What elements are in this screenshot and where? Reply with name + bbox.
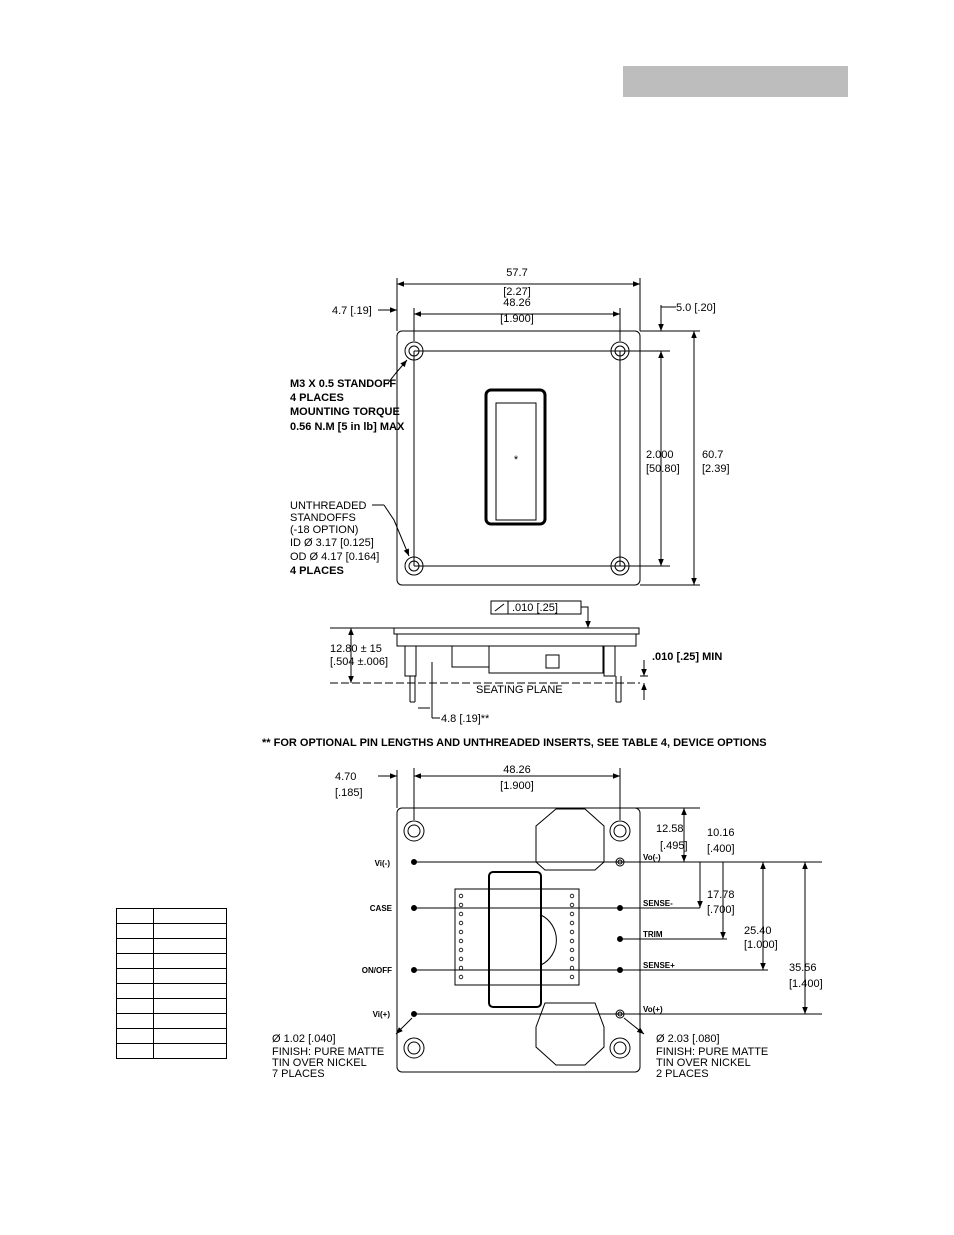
dim-a-label: 12.58 bbox=[656, 823, 684, 835]
table-row bbox=[116, 983, 227, 999]
small-pin-note-line-4: 7 PLACES bbox=[272, 1068, 325, 1080]
table-row bbox=[116, 923, 227, 939]
unthreaded-note-line-6: 4 PLACES bbox=[290, 565, 344, 577]
small-pin-note-line-3: TIN OVER NICKEL bbox=[272, 1057, 367, 1069]
overall-height-label: 60.7 bbox=[702, 449, 723, 461]
pin-label-trim: TRIM bbox=[643, 930, 663, 939]
standoff-note-line-3: MOUNTING TORQUE bbox=[290, 406, 400, 418]
overall-height-in-label: [2.39] bbox=[702, 463, 730, 475]
unthreaded-note-line-4: ID Ø 3.17 [0.125] bbox=[290, 537, 374, 549]
bv-hole-spacing-in-label: [1.900] bbox=[500, 780, 534, 792]
vertical-spacing-label: 2.000 bbox=[646, 449, 674, 461]
transformer-outline bbox=[488, 871, 542, 1008]
pin-table bbox=[116, 908, 227, 1059]
large-pin-note-line-3: TIN OVER NICKEL bbox=[656, 1057, 751, 1069]
min-clearance-label: .010 [.25] MIN bbox=[652, 651, 722, 663]
bottom-view-pin-pads bbox=[411, 857, 625, 1019]
dim-b-label: 10.16 bbox=[707, 827, 735, 839]
seating-plane-label: SEATING PLANE bbox=[476, 684, 563, 696]
side-view bbox=[330, 600, 648, 719]
dim-d-label: 25.40 bbox=[744, 925, 772, 937]
bottom-view-standoffs bbox=[403, 820, 631, 1059]
top-view-text: 57.7 [2.27] 48.26 [1.900] 4.7 [.19] 5.0 … bbox=[290, 267, 730, 577]
dim-d-in-label: [1.000] bbox=[744, 939, 778, 951]
center-mark: * bbox=[514, 454, 519, 466]
table-row bbox=[116, 938, 227, 954]
small-pin-note-line-2: FINISH: PURE MATTE bbox=[272, 1046, 384, 1058]
unthreaded-note-line-5: OD Ø 4.17 [0.164] bbox=[290, 551, 379, 563]
unthreaded-note-line-1: UNTHREADED bbox=[290, 500, 366, 512]
dim-c-in-label: [.700] bbox=[707, 904, 735, 916]
pin-label-vo-plus: Vo(+) bbox=[643, 1005, 663, 1014]
dim-c-label: 17.78 bbox=[707, 889, 735, 901]
side-view-text: .010 [.25] 12.80 ± 15 [.504 ±.006] .010 … bbox=[330, 602, 722, 725]
footprint-pins bbox=[458, 893, 575, 980]
pin-label-sense-plus: SENSE+ bbox=[643, 961, 675, 970]
large-pin-note-line-4: 2 PLACES bbox=[656, 1068, 709, 1080]
small-pin-note-line-1: Ø 1.02 [.040] bbox=[272, 1033, 336, 1045]
bottom-view-board-outline bbox=[396, 807, 641, 1073]
table-row bbox=[116, 1043, 227, 1059]
side-view-pcb bbox=[393, 627, 640, 635]
unthreaded-note-line-2: STANDOFFS bbox=[290, 512, 356, 524]
pin-label-vi-minus: Vi(-) bbox=[375, 859, 391, 868]
dim-a-in-label: [.495] bbox=[660, 840, 688, 852]
dim-e-in-label: [1.400] bbox=[789, 978, 823, 990]
top-offset-label: 5.0 [.20] bbox=[676, 302, 716, 314]
table-row bbox=[116, 953, 227, 969]
table-row bbox=[116, 1013, 227, 1029]
header-bar bbox=[623, 66, 848, 97]
bv-left-offset-label: 4.70 bbox=[335, 771, 356, 783]
pin-label-vo-minus: Vo(-) bbox=[643, 853, 661, 862]
standoff-note-line-1: M3 X 0.5 STANDOFF bbox=[290, 378, 396, 390]
overall-width-label: 57.7 bbox=[506, 267, 527, 279]
large-pin-note-line-2: FINISH: PURE MATTE bbox=[656, 1046, 768, 1058]
footnote: ** FOR OPTIONAL PIN LENGTHS AND UNTHREAD… bbox=[262, 737, 767, 749]
height-in-label: [.504 ±.006] bbox=[330, 656, 388, 668]
top-view-component-outer bbox=[484, 388, 547, 526]
standoff-note-line-2: 4 PLACES bbox=[290, 392, 344, 404]
height-label: 12.80 ± 15 bbox=[330, 643, 382, 655]
table-row bbox=[116, 908, 227, 924]
standoff-note-line-4: 0.56 N.M [5 in lb] MAX bbox=[290, 421, 405, 433]
overall-width-in-label: [2.27] bbox=[503, 286, 531, 298]
pin-label-case: CASE bbox=[370, 904, 393, 913]
bottom-view-text: 4.70 [.185] 48.26 [1.900] 12.58 [.495] 1… bbox=[272, 764, 823, 1080]
hole-spacing-in-label: [1.900] bbox=[500, 313, 534, 325]
hole-spacing-label: 48.26 bbox=[503, 297, 531, 309]
flatness-label: .010 [.25] bbox=[512, 602, 558, 614]
top-view bbox=[372, 278, 700, 586]
dim-e-label: 35.56 bbox=[789, 962, 817, 974]
vertical-spacing-mm-label: [50.80] bbox=[646, 463, 680, 475]
table-row bbox=[116, 968, 227, 984]
pin-label-sense-minus: SENSE- bbox=[643, 899, 673, 908]
top-view-board-outline bbox=[396, 330, 641, 586]
bv-hole-spacing-label: 48.26 bbox=[503, 764, 531, 776]
top-view-component-inner bbox=[495, 402, 537, 521]
pin-length-label: 4.8 [.19]** bbox=[441, 713, 490, 725]
bottom-view bbox=[378, 768, 822, 1073]
table-row bbox=[116, 998, 227, 1014]
table-row bbox=[116, 1028, 227, 1044]
pin-label-vi-plus: Vi(+) bbox=[373, 1010, 391, 1019]
dim-b-in-label: [.400] bbox=[707, 843, 735, 855]
unthreaded-note-line-3: (-18 OPTION) bbox=[290, 524, 358, 536]
pin-label-on-off: ON/OFF bbox=[362, 966, 392, 975]
large-pin-note-line-1: Ø 2.03 [.080] bbox=[656, 1033, 720, 1045]
bv-left-offset-in-label: [.185] bbox=[335, 787, 363, 799]
left-offset-label: 4.7 [.19] bbox=[332, 305, 372, 317]
